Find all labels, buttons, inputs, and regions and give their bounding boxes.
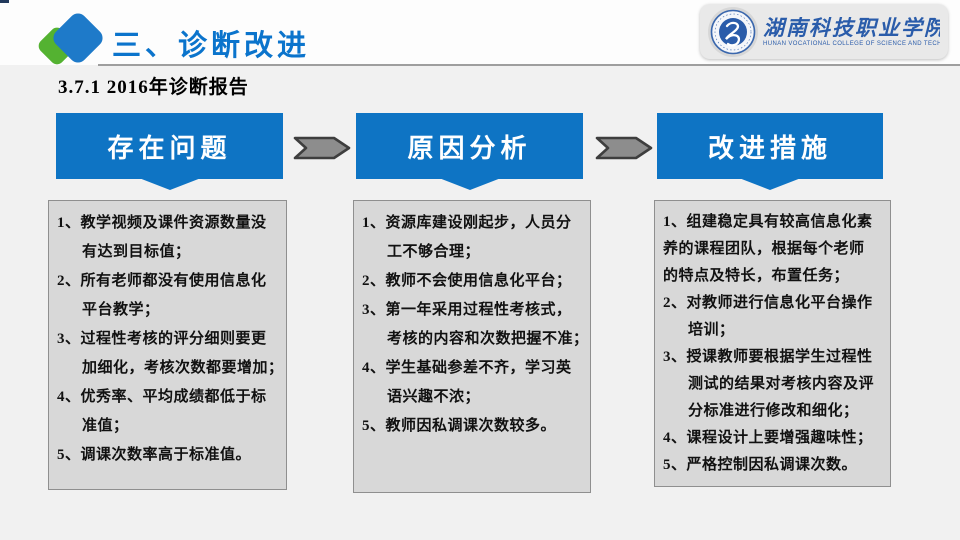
section-subtitle: 3.7.1 2016年诊断报告 (58, 77, 249, 98)
text-line: 加细化，考核次数都要增加； (82, 360, 284, 376)
school-logo-text: 湖南科技职业学院 HUNAN VOCATIONAL COLLEGE OF SCI… (763, 16, 940, 47)
text-line: 有达到目标值； (82, 244, 191, 260)
text-line: 5、教师因私调课次数较多。 (362, 418, 557, 434)
text-line: 5、调课次数率高于标准值。 (57, 447, 252, 463)
text-line: 的特点及特长，布置任务； (663, 268, 850, 284)
flow-header-causes: 原因分析 (356, 113, 583, 179)
flow-header-measures: 改进措施 (657, 113, 883, 179)
causes-panel: 1、资源库建设刚起步，人员分工不够合理； 2、教师不会使用信息化平台； 3、第一年采… (353, 200, 591, 493)
text-line: 平台教学； (82, 302, 160, 318)
chevron-arrow-icon (595, 136, 653, 160)
text-line: 养的课程团队，根据每个老师 (663, 241, 865, 257)
header-divider (98, 64, 960, 66)
text-line: 2、所有老师都没有使用信息化 (57, 273, 267, 289)
top-edge-mark (0, 0, 9, 3)
text-line: 1、资源库建设刚起步，人员分 (362, 215, 572, 231)
problems-panel: 1、教学视频及课件资源数量没有达到目标值； 2、所有老师都没有使用信息化平台教学；… (48, 200, 287, 490)
text-line: 1、教学视频及课件资源数量没 (57, 215, 267, 231)
text-line: 工不够合理； (387, 244, 481, 260)
text-line: 3、过程性考核的评分细则要更 (57, 331, 267, 347)
text-line: 4、学生基础参差不齐，学习英 (362, 360, 572, 376)
page-title: 三、诊断改进 (112, 30, 311, 62)
text-line: 4、优秀率、平均成绩都低于标 (57, 389, 267, 405)
text-line: 考核的内容和次数把握不准； (387, 331, 589, 347)
school-name-cn: 湖南科技职业学院 (763, 16, 940, 40)
text-line: 3、授课教师要根据学生过程性 (663, 349, 873, 365)
flow-header-problems: 存在问题 (56, 113, 283, 179)
text-line: 培训； (688, 322, 735, 338)
text-line: 准值； (82, 418, 129, 434)
school-name-en: HUNAN VOCATIONAL COLLEGE OF SCIENCE AND … (763, 41, 940, 47)
text-line: 4、课程设计上要增强趣味性； (663, 430, 873, 446)
text-line: 1、组建稳定具有较高信息化素 (663, 214, 873, 230)
text-line: 语兴趣不浓； (387, 389, 481, 405)
school-emblem-icon (708, 6, 758, 57)
measures-panel: 1、组建稳定具有较高信息化素养的课程团队，根据每个老师的特点及特长，布置任务； 2… (654, 200, 891, 487)
text-line: 测试的结果对考核内容及评 (688, 376, 875, 392)
text-line: 分标准进行修改和细化； (688, 403, 859, 419)
text-line: 3、第一年采用过程性考核式， (362, 302, 572, 318)
text-line: 2、对教师进行信息化平台操作 (663, 295, 873, 311)
school-logo: 湖南科技职业学院 HUNAN VOCATIONAL COLLEGE OF SCI… (700, 4, 948, 59)
text-line: 2、教师不会使用信息化平台； (362, 273, 572, 289)
text-line: 5、严格控制因私调课次数。 (663, 457, 858, 473)
chevron-arrow-icon (293, 136, 351, 160)
